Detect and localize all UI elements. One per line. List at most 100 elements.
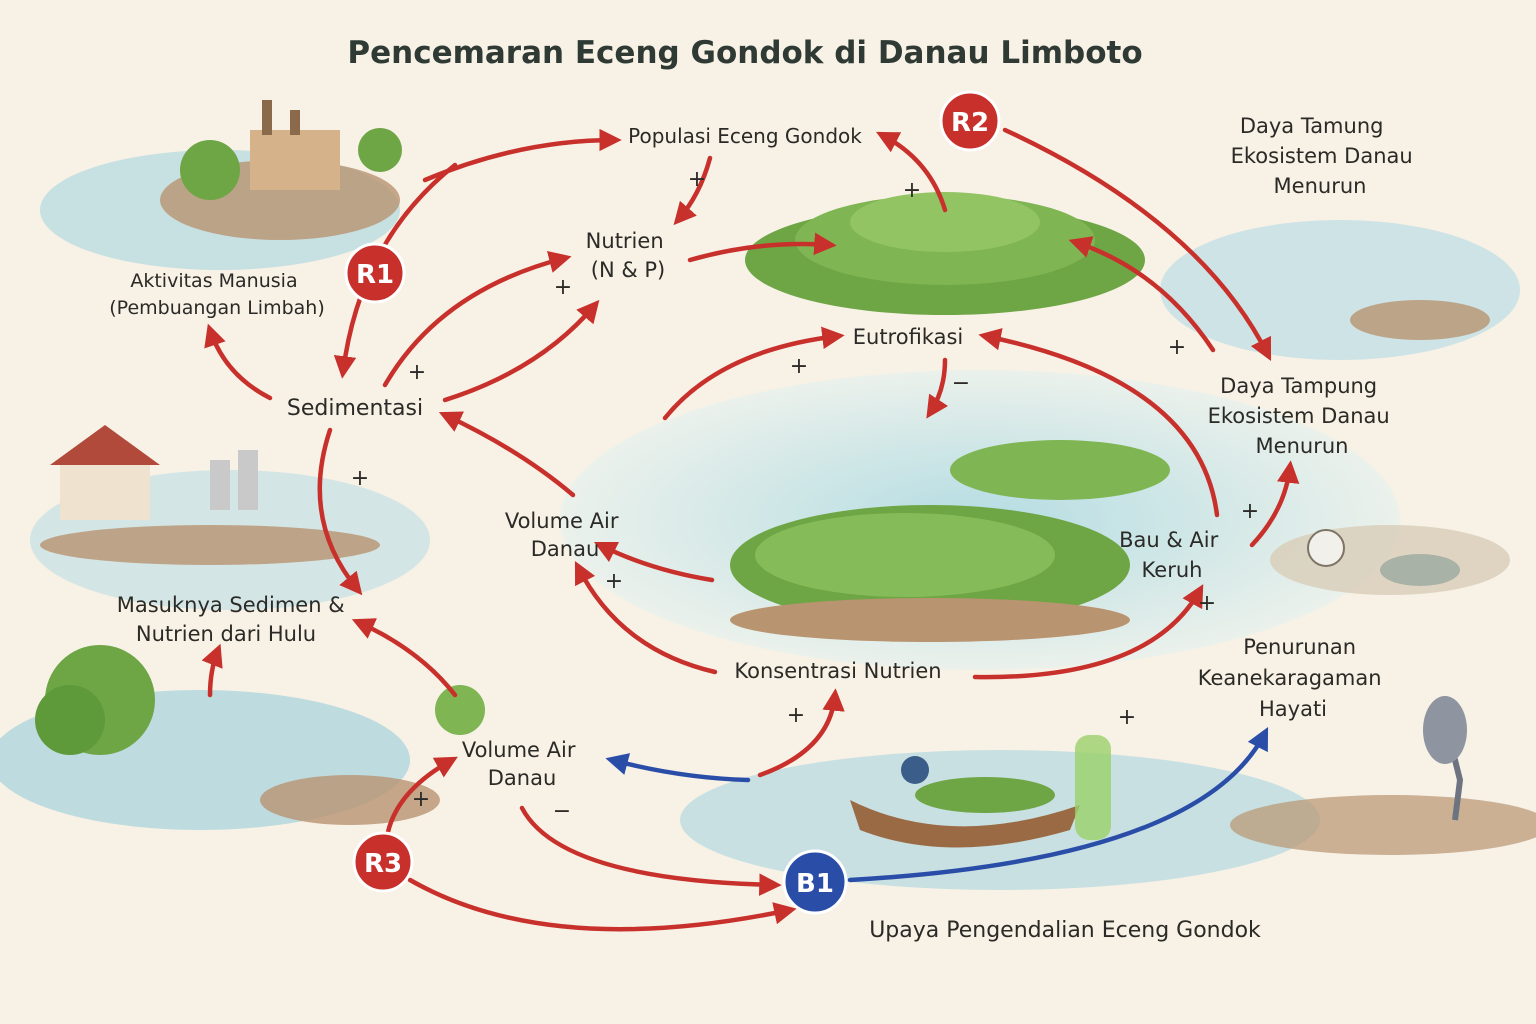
dead-fish-icon — [1380, 554, 1460, 586]
node-volume-air-mid-line: Volume Air — [505, 509, 619, 533]
boat-icon — [850, 800, 1080, 848]
node-daya-tamung-line: Ekosistem Danau — [1231, 144, 1413, 168]
skull-icon — [1307, 529, 1345, 567]
arrow-konsen-to-volume-blue — [605, 753, 751, 783]
background-scenery — [0, 100, 1536, 890]
svg-text:Volume Air Danau: Volume Air Danau — [462, 738, 582, 790]
arrow-bau-to-daya — [1249, 460, 1300, 548]
sign-6: − — [952, 371, 970, 396]
node-sedimentasi: Sedimentasi — [287, 396, 423, 421]
svg-text:Konsentrasi Nutrien: Konsentrasi Nutrien — [734, 659, 941, 683]
sign-7: + — [1168, 335, 1186, 360]
node-nutrien-line: (N & P) — [591, 258, 665, 282]
node-aktivitas-line: (Pembuangan Limbah) — [109, 297, 325, 319]
arrow-r2-to-daya — [1002, 127, 1272, 362]
node-penurunan-line: Keanekaragaman — [1198, 666, 1382, 690]
plant-clump-top — [745, 192, 1145, 315]
node-eutrofikasi-line: Eutrofikasi — [853, 325, 964, 349]
svg-text:Volume Air Danau: Volume Air Danau — [505, 509, 625, 561]
node-nutrien: Nutrien (N & P) — [586, 229, 671, 282]
node-aktivitas-line: Aktivitas Manusia — [130, 270, 297, 292]
arrow-lake-to-volume — [593, 541, 715, 583]
arrow-plants-to-populasi — [876, 131, 948, 213]
sign-10: + — [605, 569, 623, 594]
svg-text:Sedimentasi: Sedimentasi — [287, 396, 423, 421]
node-volume-air-low: Volume Air Danau — [462, 738, 582, 790]
node-daya-tamung: Daya Tamung Ekosistem Danau Menurun — [1231, 114, 1420, 198]
svg-text:Daya Tamung Ekosistem Da: Daya Tamung Ekosistem Danau Menurun — [1231, 114, 1420, 198]
svg-text:B1: B1 — [796, 869, 834, 899]
node-aktivitas: Aktivitas Manusia (Pembuangan Limbah) — [109, 270, 325, 319]
arrow-konsen-to-volume — [574, 560, 718, 675]
sign-13: + — [1118, 705, 1136, 730]
arrow-sed-to-masuknya — [317, 427, 363, 596]
loop-badge-r3: R3 — [352, 831, 414, 893]
arrow-konsen-to-bau — [972, 584, 1204, 680]
node-populasi: Populasi Eceng Gondok — [628, 124, 862, 148]
node-daya-tampung-line: Ekosistem Danau — [1208, 404, 1390, 428]
node-bau-air-line: Bau & Air — [1119, 528, 1219, 552]
node-daya-tampung: Daya Tampung Ekosistem Danau Menurun — [1208, 374, 1397, 458]
arrow-volume-to-sed — [438, 411, 576, 498]
svg-text:Nutrien (N & P): Nutrien (N & P) — [586, 229, 671, 282]
plant-clump-center — [730, 440, 1170, 642]
node-konsentrasi: Konsentrasi Nutrien — [734, 659, 941, 683]
sign-2: + — [903, 178, 921, 203]
arrow-volume-to-b1 — [519, 805, 782, 896]
sign-9: + — [1241, 499, 1259, 524]
node-bau-air-line: Keruh — [1142, 558, 1203, 582]
node-volume-air-low-line: Volume Air — [462, 738, 576, 762]
node-volume-air-mid: Volume Air Danau — [505, 509, 625, 561]
svg-text:Eutrofikasi: Eutrofikasi — [853, 325, 964, 349]
arrow-bau-to-eutro — [978, 328, 1220, 518]
polarity-signs: + + + + + − + + + + + + + + − — [351, 167, 1259, 824]
house-icon — [60, 460, 150, 520]
sign-1: + — [688, 167, 706, 192]
sign-14: + — [412, 787, 430, 812]
arrow-lake-to-eutro — [662, 326, 845, 421]
node-populasi-line: Populasi Eceng Gondok — [628, 124, 862, 148]
svg-text:Populasi Eceng Gondok: Populasi Eceng Gondok — [628, 124, 862, 148]
sign-5: + — [790, 354, 808, 379]
loop-badge-b1: B1 — [782, 849, 848, 915]
test-tube-icon — [1075, 735, 1111, 840]
sign-3: + — [554, 275, 572, 300]
arrow-hulu-to-masuknya — [201, 643, 223, 698]
svg-text:Upaya Pengendalian Eceng Gondo: Upaya Pengendalian Eceng Gondok — [869, 918, 1261, 943]
svg-text:R2: R2 — [951, 108, 989, 138]
tree-icon — [180, 140, 240, 200]
node-nutrien-line: Nutrien — [586, 229, 664, 253]
sign-4: + — [408, 360, 426, 385]
arrow-daya-to-plants — [1068, 236, 1216, 353]
arrow-b1-to-penurunan — [847, 726, 1269, 883]
svg-text:Daya Tampung Ekosistem D: Daya Tampung Ekosistem Danau Menurun — [1208, 374, 1397, 458]
silo-icon — [210, 460, 230, 510]
node-bau-air: Bau & Air Keruh — [1119, 528, 1219, 582]
arrow-nutrien-to-plants — [687, 232, 837, 263]
node-upaya-line: Upaya Pengendalian Eceng Gondok — [869, 918, 1261, 943]
arrow-populasi-to-nutrien — [673, 155, 713, 226]
node-daya-tamung-line: Menurun — [1274, 174, 1367, 198]
node-upaya: Upaya Pengendalian Eceng Gondok — [869, 918, 1261, 943]
arrow-volume-low-to-konsen — [757, 688, 845, 778]
node-daya-tamung-line: Daya Tamung — [1240, 114, 1384, 138]
node-masuknya-line: Nutrien dari Hulu — [136, 622, 316, 646]
node-sedimentasi-line: Sedimentasi — [287, 396, 423, 421]
arrow-sed-to-nutrien-b — [442, 299, 600, 403]
node-masuknya-line: Masuknya Sedimen & — [117, 593, 345, 617]
diagram-title: Pencemaran Eceng Gondok di Danau Limboto — [347, 35, 1142, 71]
arrow-sed-to-aktivitas — [204, 323, 273, 401]
node-konsentrasi-line: Konsentrasi Nutrien — [734, 659, 941, 683]
sign-16: − — [553, 799, 571, 824]
node-penurunan-line: Hayati — [1259, 697, 1327, 721]
node-daya-tampung-line: Menurun — [1256, 434, 1349, 458]
arrow-r3-to-b1 — [407, 877, 797, 932]
svg-text:R3: R3 — [364, 849, 402, 879]
arrow-r3-to-volume — [385, 756, 458, 835]
svg-text:Aktivitas Manusia (Pembu: Aktivitas Manusia (Pembuangan Limbah) — [109, 270, 325, 319]
node-volume-air-low-line: Danau — [488, 766, 557, 790]
person-icon — [901, 756, 929, 784]
arrow-sed-to-nutrien-a — [382, 251, 572, 388]
